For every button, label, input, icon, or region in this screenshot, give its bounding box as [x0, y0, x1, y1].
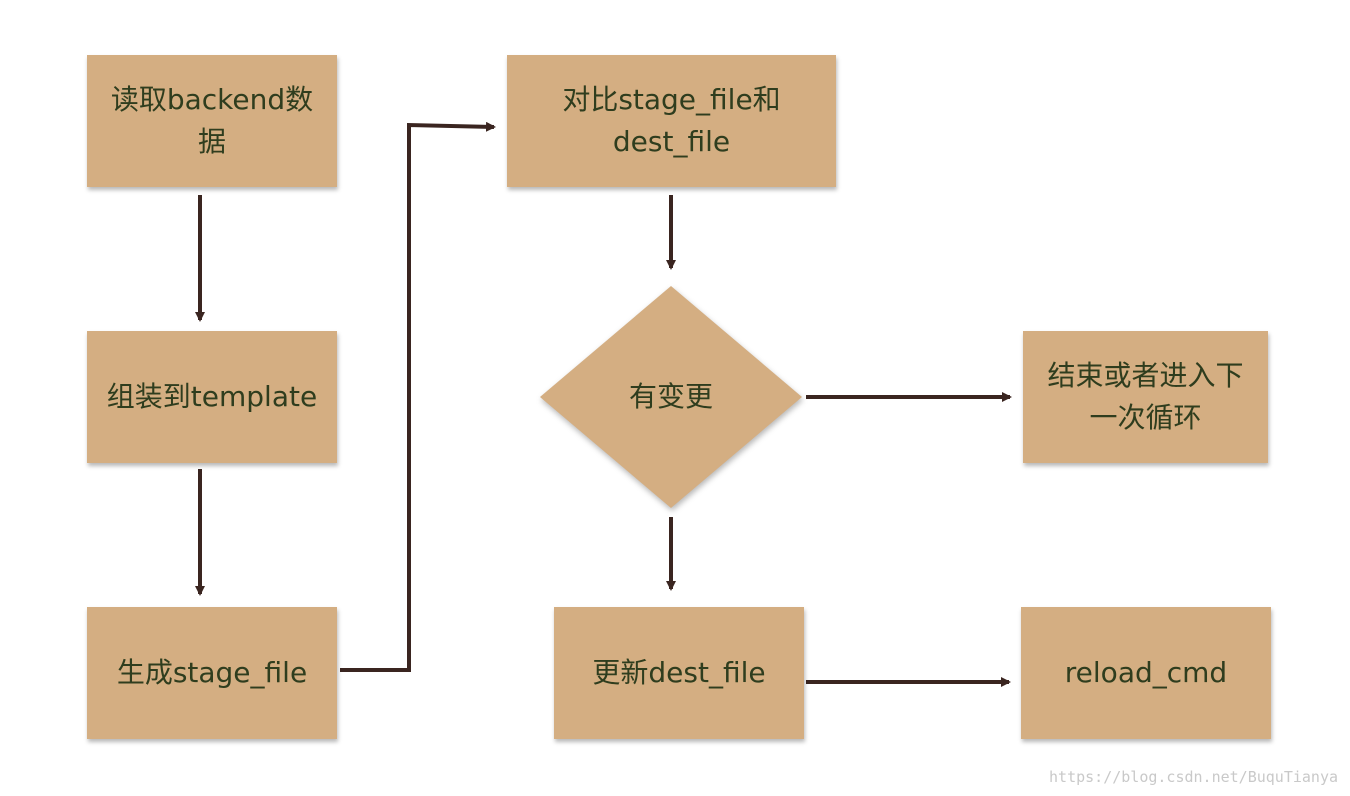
node-compare-files-label-line2: dest_file [612, 125, 731, 158]
node-read-backend-label: 读取backend数据 [110, 83, 314, 158]
watermark-text: https://blog.csdn.net/BuquTianya [1049, 768, 1338, 786]
node-generate-stage-file: 生成stage_file [87, 607, 337, 739]
node-assemble-template: 组装到template [87, 331, 337, 463]
node-end-or-next-loop: 结束或者进入下 一次循环 [1023, 331, 1268, 463]
node-compare-files: 对比stage_file和 dest_file [507, 55, 836, 187]
decision-label: 有变更 [628, 380, 713, 413]
node-reload-cmd: reload_cmd [1021, 607, 1271, 739]
node-update-dest-file: 更新dest_file [554, 607, 804, 739]
node-update-dest-file-label: 更新dest_file [592, 656, 766, 689]
node-compare-files-label-line1: 对比stage_file和 [562, 83, 781, 116]
node-assemble-template-label: 组装到template [106, 380, 318, 413]
node-reload-cmd-label: reload_cmd [1064, 656, 1228, 689]
arrow-generate-to-compare [340, 121, 496, 672]
node-end-label-line1: 结束或者进入下 [1047, 359, 1244, 392]
node-read-backend: 读取backend数据 [87, 55, 337, 187]
node-end-label-line2: 一次循环 [1089, 401, 1202, 434]
decision-diamond [540, 286, 802, 508]
node-generate-stage-file-label: 生成stage_file [116, 656, 308, 689]
